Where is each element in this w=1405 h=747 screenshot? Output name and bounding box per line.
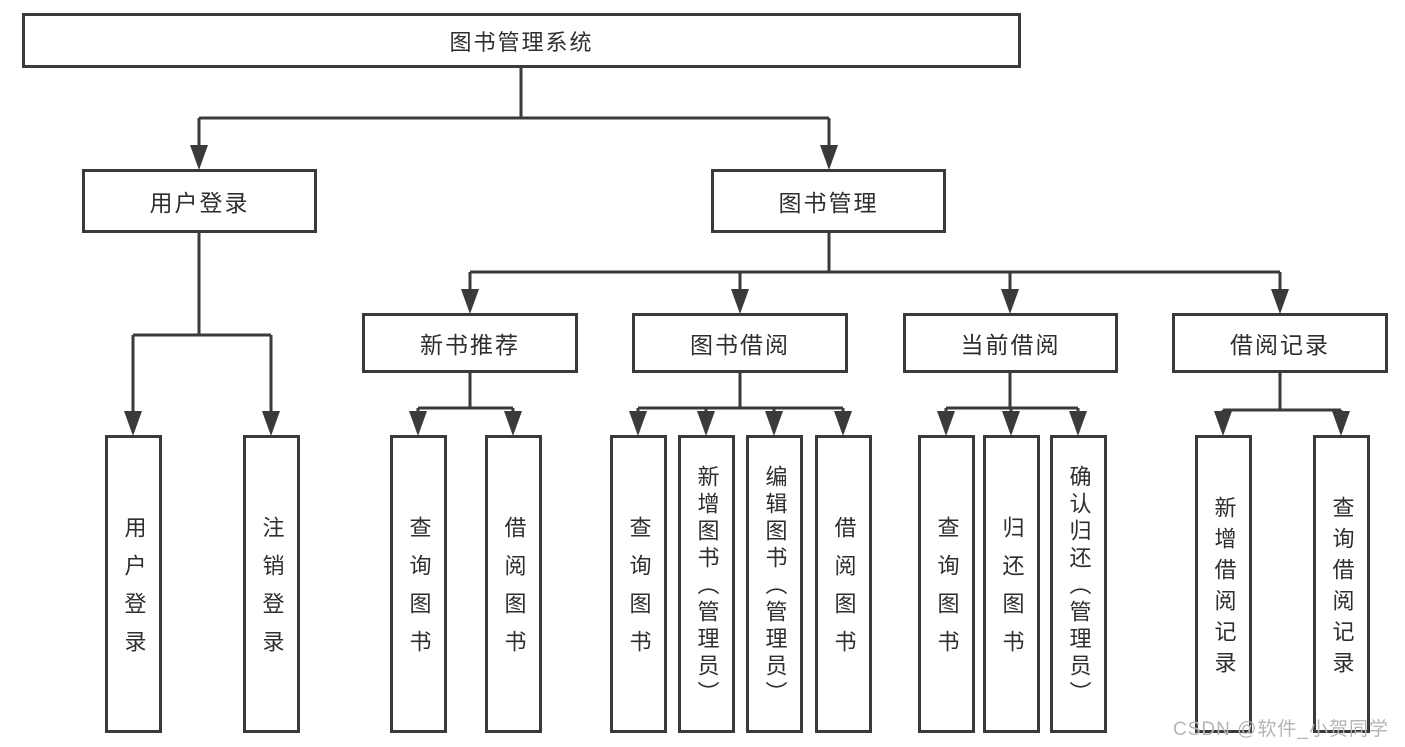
leaf-query-books-recommend: 查询图书 (390, 435, 447, 733)
leaf-add-books-admin: 新增图书（管理员） (678, 435, 735, 733)
leaf-borrow-books-recommend: 借阅图书 (485, 435, 542, 733)
connector-current-to-children (937, 373, 1087, 436)
node-book-borrow: 图书借阅 (632, 313, 848, 373)
node-book-management: 图书管理 (711, 169, 946, 233)
leaf-return-books: 归还图书 (983, 435, 1040, 733)
node-borrow-records: 借阅记录 (1172, 313, 1388, 373)
leaf-query-books-current: 查询图书 (918, 435, 975, 733)
node-system-root: 图书管理系统 (22, 13, 1021, 68)
leaf-query-borrow-record: 查询借阅记录 (1313, 435, 1370, 733)
connector-records-to-children (1214, 373, 1350, 436)
connector-bookmgmt-to-level3 (461, 233, 1289, 314)
connector-root-to-level2 (190, 68, 838, 170)
node-current-borrow: 当前借阅 (903, 313, 1118, 373)
csdn-watermark: CSDN @软件_小贺同学 (1173, 719, 1389, 740)
leaf-borrow-books: 借阅图书 (815, 435, 872, 733)
leaf-logout: 注销登录 (243, 435, 300, 733)
leaf-query-books-borrow: 查询图书 (610, 435, 667, 733)
leaf-edit-books-admin: 编辑图书（管理员） (746, 435, 803, 733)
leaf-add-borrow-record: 新增借阅记录 (1195, 435, 1252, 733)
node-user-login: 用户登录 (82, 169, 317, 233)
leaf-user-login: 用户登录 (105, 435, 162, 733)
connector-borrow-to-children (629, 373, 852, 436)
connector-userlogin-to-children (124, 233, 280, 436)
leaf-confirm-return-admin: 确认归还（管理员） (1050, 435, 1107, 733)
connector-newbook-to-children (409, 373, 522, 436)
node-new-book-recommend: 新书推荐 (362, 313, 578, 373)
